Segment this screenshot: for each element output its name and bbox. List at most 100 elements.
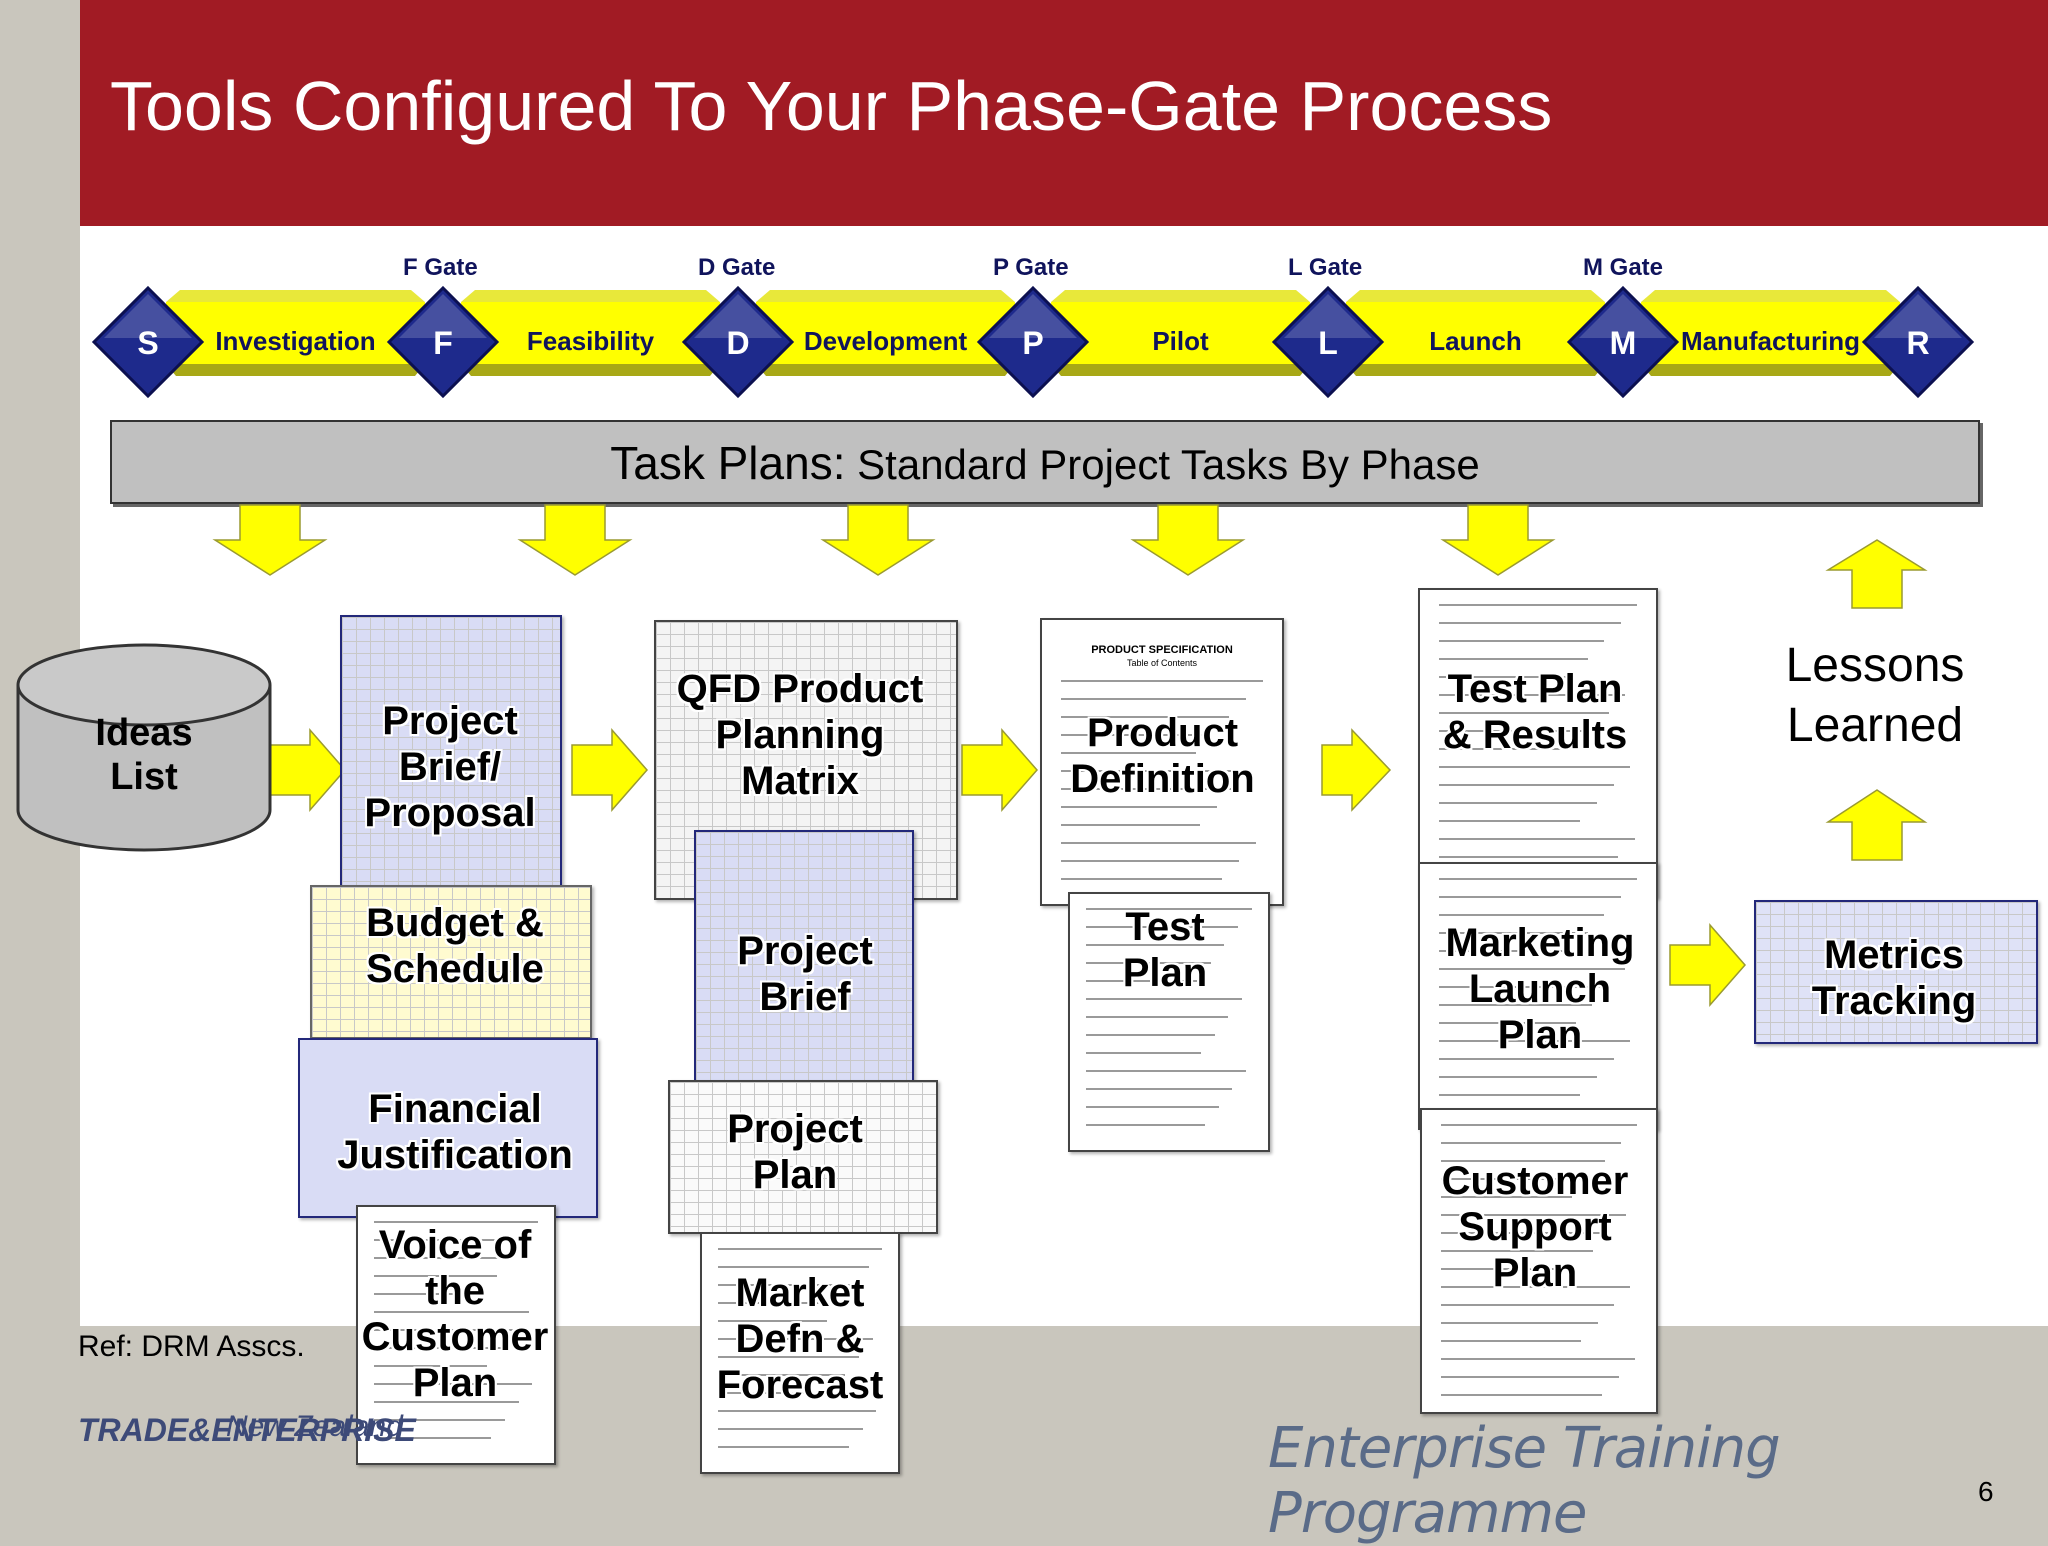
doc-text-line <box>1440 1178 1589 1180</box>
mf-line-3: Forecast <box>716 1363 884 1407</box>
doc-text-line <box>1440 1160 1605 1162</box>
gate-diamond-l <box>1271 285 1385 399</box>
gate-letter-d: D <box>726 325 749 361</box>
phase-bar-bottom-5 <box>1641 364 1900 376</box>
doc-text-line <box>373 1437 492 1439</box>
doc-text-line <box>373 1329 515 1331</box>
doc-text-line <box>1438 1094 1581 1096</box>
phase-bar-top-5 <box>1641 290 1900 302</box>
gate-letter-f: F <box>433 325 453 361</box>
csp-line-1: Customer <box>1441 1159 1629 1203</box>
doc-text-line <box>717 1248 883 1250</box>
doc-text-line <box>1085 962 1211 964</box>
test-plan-results-label: Test Plan & Results <box>1410 666 1660 758</box>
gate-diamond-highlight-p <box>989 294 1077 338</box>
phase-bar-2 <box>756 302 1015 364</box>
pp-line-1: Project <box>727 1107 863 1151</box>
doc-text-line <box>373 1347 502 1349</box>
doc-text-line <box>1061 770 1251 772</box>
phase-bar-top-1 <box>461 290 720 302</box>
doc-text-line <box>1061 788 1234 790</box>
financial-justification-label: Financial Justification <box>310 1086 600 1178</box>
lessons-learned-label: Lessons Learned <box>1760 636 1990 756</box>
doc-text-line <box>717 1320 828 1322</box>
down-arrow-1 <box>212 504 328 576</box>
product-spec-toc: Table of Contents <box>1126 658 1198 668</box>
gate-diamond-highlight-s <box>104 294 192 338</box>
phase-label-manufacturing: Manufacturing <box>1680 326 1861 356</box>
customer-support-doc <box>1420 1108 1658 1414</box>
voc-line-3: Customer <box>361 1315 549 1359</box>
gate-letter-p: P <box>1022 325 1043 361</box>
doc-text-line <box>717 1410 877 1412</box>
gate-label-3: L Gate <box>1288 254 1363 281</box>
doc-text-line <box>373 1275 498 1277</box>
doc-text-line <box>1438 712 1609 714</box>
phase-label-launch: Launch <box>1429 326 1522 356</box>
gate-diamond-highlight-m <box>1579 294 1667 338</box>
qfd-line-3: Matrix <box>741 759 859 803</box>
doc-text-line <box>373 1365 488 1367</box>
doc-text-line <box>373 1221 539 1223</box>
doc-text-line <box>1440 1196 1572 1198</box>
doc-text-line <box>1085 980 1197 982</box>
pbp-line-2: Brief/ <box>398 745 502 789</box>
programme-name: Enterprise Training Programme <box>1268 1416 1781 1546</box>
phase-bar-bottom-2 <box>756 364 1015 376</box>
doc-text-line <box>1085 1034 1215 1036</box>
right-arrow-3 <box>961 728 1038 812</box>
task-plans-rest: Standard Project Tasks By Phase <box>845 441 1480 488</box>
task-plans-bold: Task Plans: <box>610 437 846 489</box>
gate-diamond-highlight-r <box>1874 294 1962 338</box>
pbp-line-3: Proposal <box>364 791 536 835</box>
project-brief-proposal-label: Project Brief/ Proposal <box>330 698 570 836</box>
doc-text-line <box>1438 802 1597 804</box>
test-plan-doc <box>1068 892 1270 1152</box>
doc-text-line <box>1440 1376 1619 1378</box>
voc-line-4: Plan <box>412 1361 498 1405</box>
doc-text-line <box>1061 842 1256 844</box>
doc-text-line <box>1438 784 1614 786</box>
doc-text-line <box>373 1257 511 1259</box>
metrics-tracking-label: Metrics Tracking <box>1762 932 2026 1024</box>
mlp-line-2: Launch <box>1468 967 1612 1011</box>
phase-label-feasibility: Feasibility <box>526 326 655 356</box>
marketing-launch-doc <box>1418 862 1658 1130</box>
phase-bar-top-3 <box>1051 290 1310 302</box>
market-forecast-doc <box>700 1232 900 1474</box>
qfd-line-2: Planning <box>715 713 885 757</box>
doc-text-line <box>717 1284 855 1286</box>
doc-text-line <box>1085 1070 1247 1072</box>
qfd-matrix-label: QFD Product Planning Matrix <box>655 666 945 804</box>
phase-bar-3 <box>1051 302 1310 364</box>
doc-text-line <box>373 1401 519 1403</box>
qfd-line-1: QFD Product <box>676 667 924 711</box>
doc-text-line <box>717 1266 869 1268</box>
gate-letter-l: L <box>1318 325 1338 361</box>
gate-letter-m: M <box>1610 325 1637 361</box>
doc-text-line <box>1085 1052 1201 1054</box>
csp-line-2: Support <box>1458 1205 1612 1249</box>
gate-diamond-d <box>681 285 795 399</box>
lessons-line-2: Learned <box>1786 699 1964 752</box>
title-bar <box>80 0 2048 226</box>
phase-bar-bottom-3 <box>1051 364 1310 376</box>
doc-text-line <box>1440 1358 1635 1360</box>
gate-label-1: D Gate <box>698 254 776 281</box>
doc-text-line <box>1438 878 1638 880</box>
ideas-list-database-icon <box>16 643 272 852</box>
reference-text: Ref: DRM Asscs. <box>78 1330 305 1363</box>
project-plan-label: Project Plan <box>690 1106 900 1198</box>
doc-text-line <box>1085 998 1243 1000</box>
phase-bar-top-2 <box>756 290 1015 302</box>
doc-text-line <box>1085 1124 1205 1126</box>
doc-text-line <box>1440 1142 1621 1144</box>
project-brief-label: Project Brief <box>700 928 910 1020</box>
ideas-line-1: Ideas <box>95 712 193 754</box>
doc-text-line <box>1438 676 1572 678</box>
doc-text-line <box>717 1338 873 1340</box>
financial-justification-doc <box>298 1038 598 1218</box>
up-arrow-top <box>1825 539 1928 609</box>
doc-text-line <box>1438 932 1588 934</box>
mlp-line-1: Marketing <box>1445 921 1635 965</box>
